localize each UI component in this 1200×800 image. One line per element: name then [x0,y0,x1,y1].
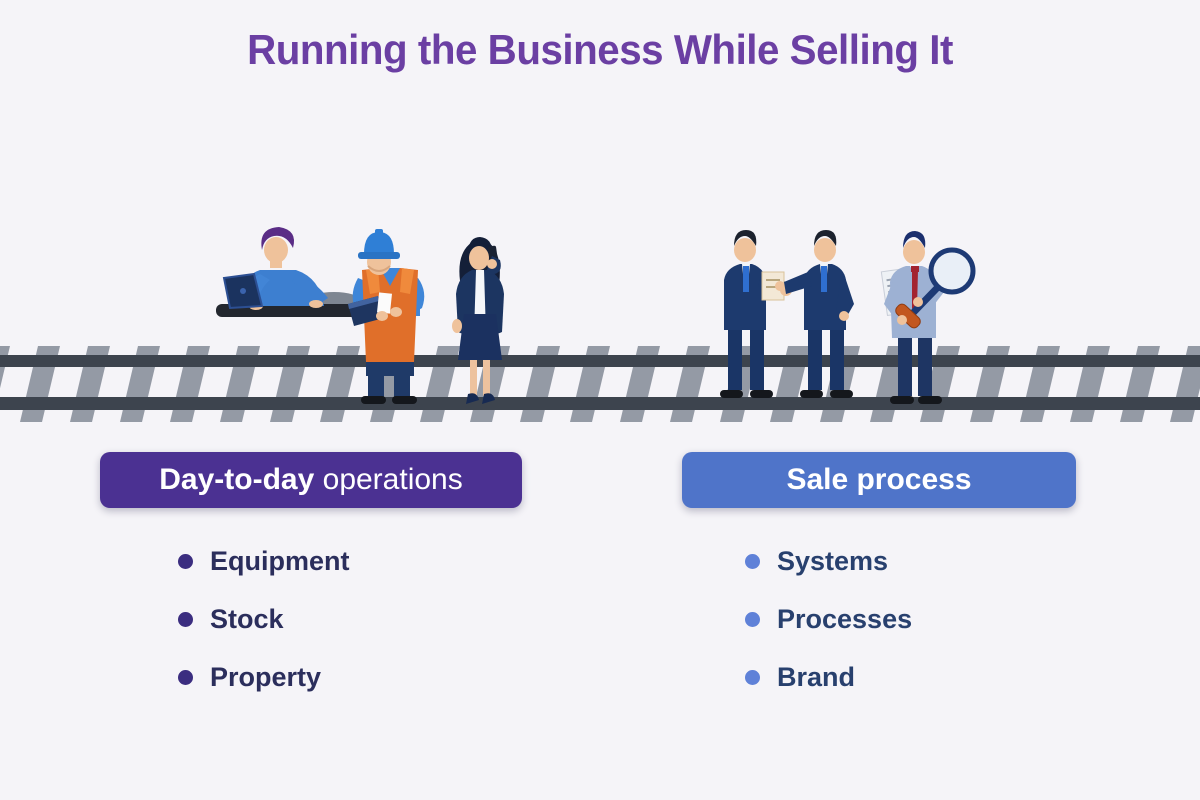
list-item-label: Brand [777,661,856,692]
sale-label-bold: Sale process [786,463,972,496]
bullet-icon [745,553,760,569]
tie [821,266,827,292]
rail-bottom [0,397,1200,410]
hard-hat-icon [358,229,400,259]
bullet-icon [178,611,193,627]
tie [743,266,749,292]
list-item-label: Systems [777,545,889,576]
list-item-label: Stock [210,603,284,634]
paper [376,292,393,314]
list-item: Systems [745,532,912,590]
bullet-icon [178,669,193,685]
list-item: Equipment [178,532,350,590]
bullet-icon [745,611,760,627]
figure-employee-at-laptop [216,227,380,317]
laptop-icon [348,296,384,326]
magnifying-glass-icon [895,247,976,329]
list-item-label: Property [210,661,322,692]
page-title: Running the Business While Selling It [247,26,953,73]
bullet-icon [178,553,193,569]
bullet-icon [745,669,760,685]
operations-list: Equipment Stock Property [178,532,350,706]
list-item: Stock [178,590,350,648]
list-item: Property [178,648,350,706]
figure-businessmen-handshake [720,230,854,398]
purple-hair [261,227,295,250]
list-item-label: Equipment [210,545,350,576]
operations-label-bold: Day-to-day [159,463,315,496]
laptop-icon [222,272,264,310]
operations-label-rest: operations [314,463,463,496]
sale-label-box: Sale process [682,452,1076,508]
sale-list: Systems Processes Brand [745,532,912,706]
list-item: Brand [745,648,912,706]
figure-businessman-with-magnifier [880,231,976,404]
list-item-label: Processes [777,603,913,634]
skirt [458,314,502,360]
rail-top [0,355,1200,367]
railway-track-illustration [0,346,1200,422]
figure-construction-worker [348,229,425,404]
figure-businesswoman-on-phone [452,237,504,404]
list-item: Processes [745,590,912,648]
operations-label-box: Day-to-day operations [100,452,522,508]
